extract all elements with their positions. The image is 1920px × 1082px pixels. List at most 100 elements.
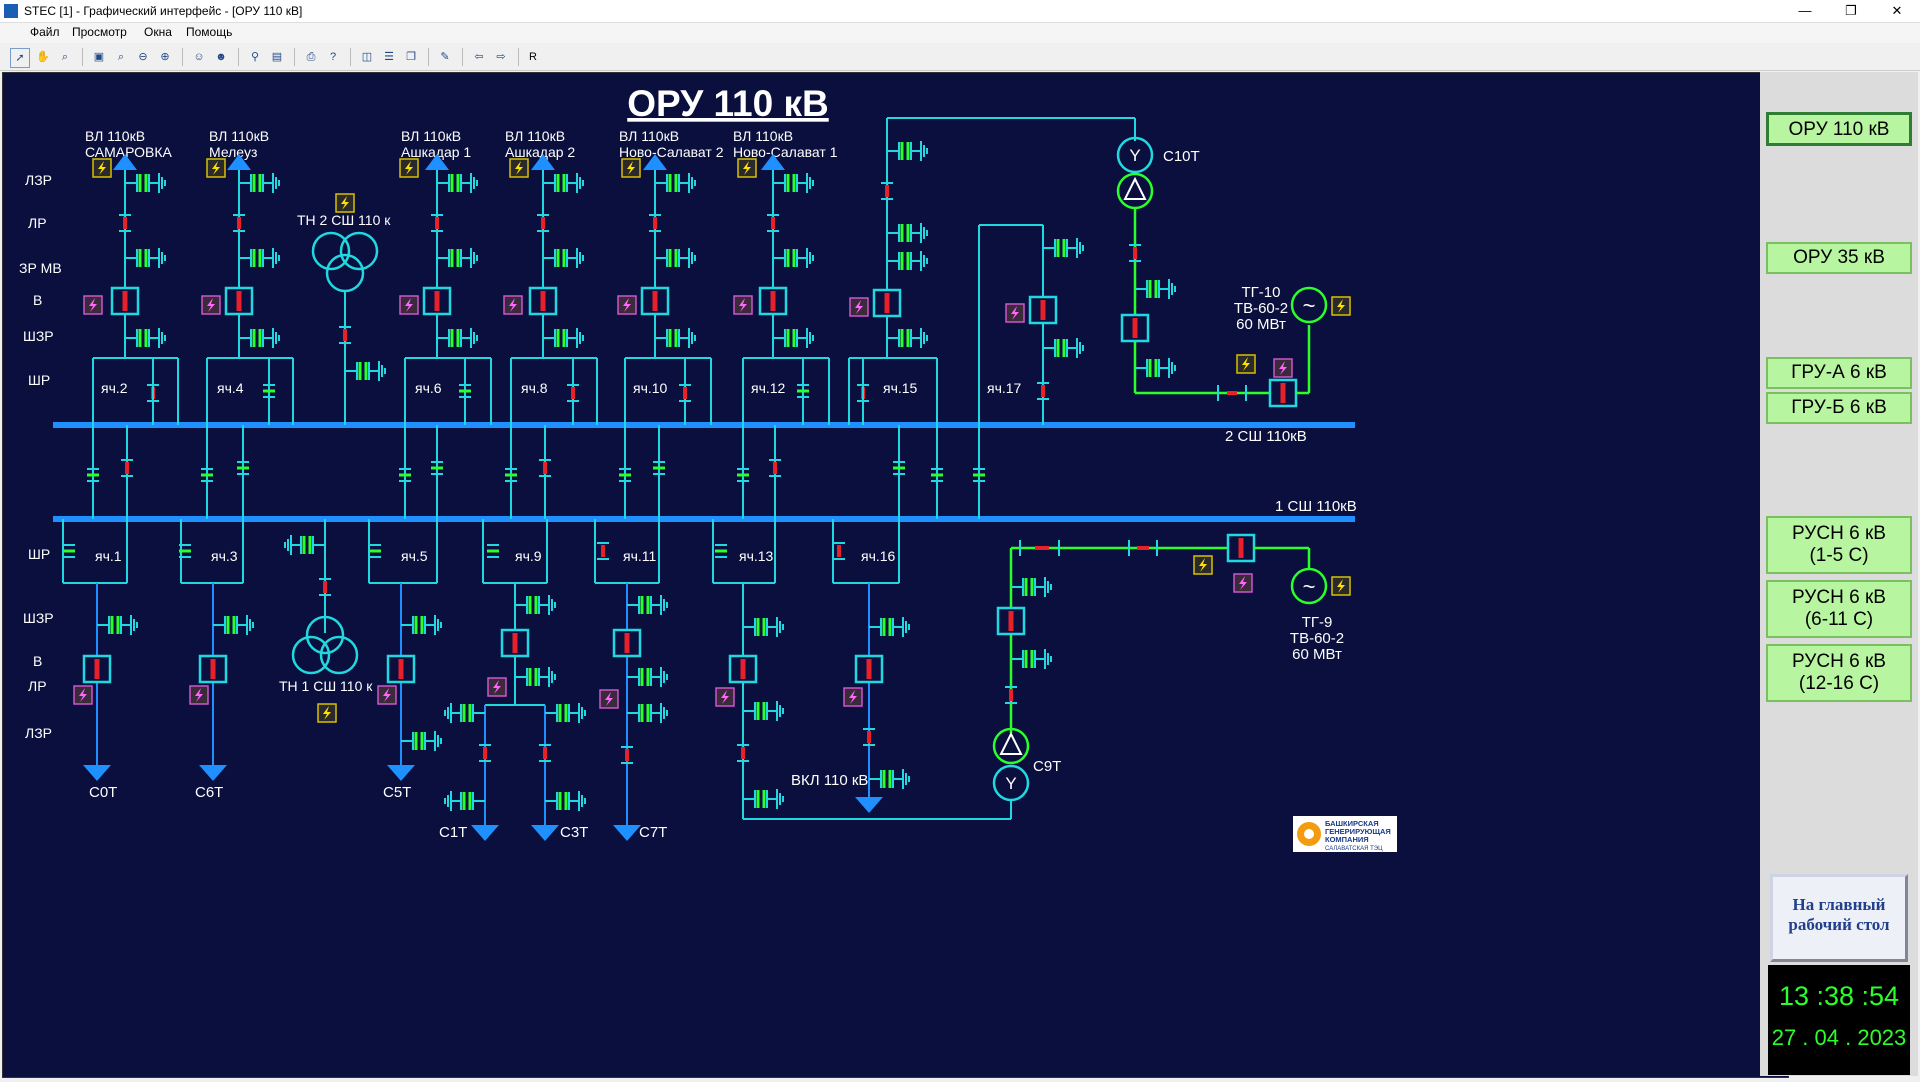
disconnector[interactable] (879, 181, 895, 201)
earth-switch[interactable] (237, 326, 281, 350)
zoom-reset-icon[interactable]: ▣ (93, 51, 105, 63)
lightning-icon[interactable] (335, 193, 355, 213)
earth-switch[interactable] (653, 171, 697, 195)
earth-switch[interactable] (123, 171, 167, 195)
zoom-fit-icon[interactable]: ⌕ (117, 51, 125, 63)
earth-switch[interactable] (885, 139, 929, 163)
generator-tg9-icon[interactable] (1290, 567, 1328, 605)
lightning-icon[interactable] (399, 158, 419, 178)
zoom-in-icon[interactable]: ⊕ (160, 51, 170, 63)
print-icon[interactable]: ⎙ (306, 51, 316, 63)
earth-switch[interactable] (1133, 277, 1177, 301)
nav-oru-35-button[interactable]: ОРУ 35 кВ (1766, 242, 1912, 274)
menu-help[interactable]: Помощь (186, 25, 233, 39)
nav-oru-110-button[interactable]: ОРУ 110 кВ (1766, 112, 1912, 146)
zoom-icon[interactable]: ⌕ (61, 51, 69, 63)
users-icon[interactable]: ☻ (215, 51, 227, 63)
generator-tg10-icon[interactable] (1290, 286, 1328, 324)
lightning-icon[interactable] (503, 295, 523, 315)
breaker[interactable] (422, 286, 452, 316)
lightning-icon[interactable] (1331, 576, 1351, 596)
menu-windows[interactable]: Окна (144, 25, 172, 39)
split-icon[interactable]: ☰ (384, 51, 394, 63)
earth-switch[interactable] (343, 359, 387, 383)
lightning-icon[interactable] (733, 295, 753, 315)
lightning-icon[interactable] (317, 703, 337, 723)
earth-switch[interactable] (541, 171, 585, 195)
lightning-icon[interactable] (83, 295, 103, 315)
user-icon[interactable]: ☺ (193, 51, 205, 63)
forward-icon[interactable]: ⇨ (496, 51, 506, 63)
breaker[interactable] (224, 286, 254, 316)
nav-rusn-6-11-button[interactable]: РУСН 6 кВ (6-11 С) (1766, 580, 1912, 638)
minimize-button[interactable]: — (1798, 3, 1812, 18)
earth-switch[interactable] (771, 326, 815, 350)
earth-switch[interactable] (653, 246, 697, 270)
help-icon[interactable]: ? (329, 51, 337, 63)
lightning-icon[interactable] (621, 158, 641, 178)
back-icon[interactable]: ⇦ (474, 51, 484, 63)
earth-switch[interactable] (541, 246, 585, 270)
earth-switch[interactable] (435, 326, 479, 350)
earth-switch[interactable] (541, 326, 585, 350)
earth-switch[interactable] (653, 326, 697, 350)
disconnector[interactable] (647, 213, 663, 233)
report-icon[interactable]: ▤ (271, 51, 283, 63)
disconnector[interactable] (337, 325, 353, 345)
layout-icon[interactable]: ◫ (361, 51, 373, 63)
earth-switch[interactable] (435, 246, 479, 270)
breaker[interactable] (1028, 295, 1058, 325)
lightning-icon[interactable] (849, 297, 869, 317)
breaker[interactable] (110, 286, 140, 316)
disconnector[interactable] (429, 213, 445, 233)
earth-switch[interactable] (885, 249, 929, 273)
earth-switch[interactable] (1041, 336, 1085, 360)
breaker[interactable] (758, 286, 788, 316)
disconnector[interactable] (565, 383, 581, 403)
nav-rusn-12-16-button[interactable]: РУСН 6 кВ (12-16 С) (1766, 644, 1912, 702)
lightning-icon[interactable] (206, 158, 226, 178)
breaker[interactable] (872, 288, 902, 318)
breaker[interactable] (1268, 378, 1298, 408)
lightning-icon[interactable] (1193, 555, 1213, 575)
hand-icon[interactable]: ✋ (36, 51, 50, 63)
lightning-icon[interactable] (1331, 296, 1351, 316)
disconnector[interactable] (231, 213, 247, 233)
nav-gru-b-button[interactable]: ГРУ-Б 6 кВ (1766, 392, 1912, 424)
lightning-icon[interactable] (617, 295, 637, 315)
menu-view[interactable]: Просмотр (72, 25, 127, 39)
lightning-icon[interactable] (1236, 354, 1256, 374)
lightning-icon[interactable] (1233, 573, 1253, 593)
nav-rusn-1-5-button[interactable]: РУСН 6 кВ (1-5 С) (1766, 516, 1912, 574)
refresh-icon[interactable]: R (529, 51, 537, 63)
earth-switch[interactable] (1133, 356, 1177, 380)
home-desktop-button[interactable]: На главный рабочий стол (1770, 874, 1908, 962)
earth-switch[interactable] (771, 171, 815, 195)
breaker[interactable] (528, 286, 558, 316)
earth-switch[interactable] (771, 246, 815, 270)
disconnector[interactable] (1127, 243, 1143, 263)
disconnector[interactable] (1035, 381, 1051, 401)
earth-switch[interactable] (237, 246, 281, 270)
lightning-icon[interactable] (1273, 358, 1293, 378)
close-button[interactable]: ✕ (1891, 3, 1903, 18)
nav-gru-a-button[interactable]: ГРУ-А 6 кВ (1766, 357, 1912, 389)
lightning-icon[interactable] (399, 295, 419, 315)
lightning-icon[interactable] (92, 158, 112, 178)
lightning-icon[interactable] (509, 158, 529, 178)
lightning-icon[interactable] (1005, 303, 1025, 323)
edit-icon[interactable]: ✎ (440, 51, 450, 63)
earth-switch[interactable] (885, 326, 929, 350)
lightning-icon[interactable] (201, 295, 221, 315)
restore-button[interactable]: ❐ (1845, 3, 1857, 18)
earth-switch[interactable] (435, 171, 479, 195)
binoculars-icon[interactable]: ⚲ (250, 51, 260, 63)
earth-switch[interactable] (885, 221, 929, 245)
earth-switch[interactable] (1041, 236, 1085, 260)
lightning-icon[interactable] (737, 158, 757, 178)
disconnector[interactable] (535, 213, 551, 233)
breaker[interactable] (640, 286, 670, 316)
menu-file[interactable]: Файл (30, 25, 60, 39)
disconnector[interactable] (677, 383, 693, 403)
earth-switch[interactable] (123, 326, 167, 350)
